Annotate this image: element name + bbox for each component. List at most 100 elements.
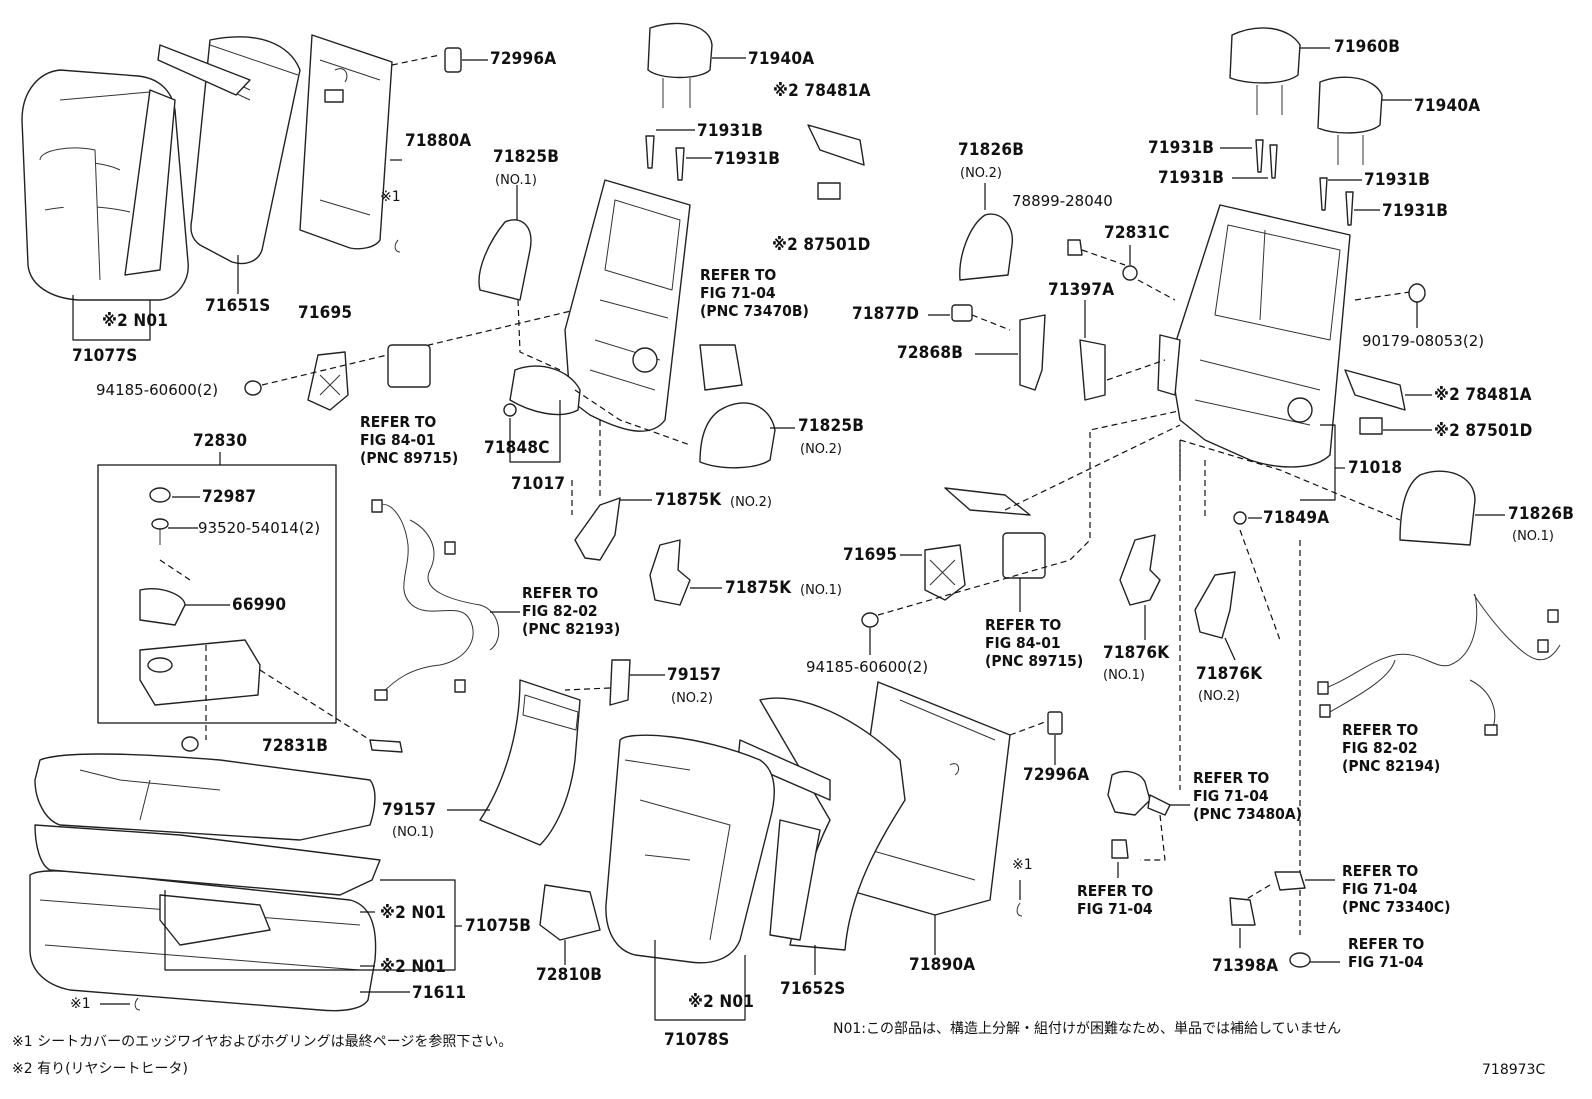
ref-fig-71-04-73480A: REFER TO FIG 71-04 (PNC 73480A): [1193, 769, 1303, 823]
holder-66990: [139, 588, 186, 626]
screw-93520: [151, 518, 169, 530]
label-87501D-right: ※2 87501D: [1434, 421, 1533, 441]
label-79157-no2: 79157: [667, 665, 722, 685]
clip-72996A-mid: [1047, 711, 1063, 735]
label-71931B-a: 71931B: [697, 121, 764, 141]
label-71848C: 71848C: [484, 438, 550, 458]
figure-code: 718973C: [1482, 1062, 1546, 1078]
anchor-71398A: [1229, 897, 1256, 926]
bracket-71695-mid: [924, 544, 966, 601]
kit-box-72830: [97, 464, 337, 724]
bolt-94185-left: [244, 380, 262, 396]
label-71825B-no2: 71825B: [798, 416, 865, 436]
label-71875K-no2-sub: (NO.2): [730, 495, 772, 510]
cushion-pad-71075B: [34, 824, 381, 946]
headrest-71940A-right: [1317, 76, 1383, 165]
label-x1-top: ※1: [380, 189, 401, 205]
cap-72987: [149, 487, 171, 503]
label-71077S: 71077S: [72, 346, 138, 366]
cover-71825B-no1: [478, 219, 532, 301]
trim-71875K-no2: [574, 497, 621, 561]
cushion-cover-71078: [34, 753, 376, 841]
label-71075B: 71075B: [465, 916, 532, 936]
guide-71931B-f: [1345, 191, 1354, 226]
label-71875K-no2: 71875K: [655, 490, 722, 510]
bracket-78481A-right: [1344, 369, 1406, 411]
label-71931B-b: 71931B: [714, 149, 781, 169]
label-71931B-f: 71931B: [1382, 201, 1449, 221]
label-72831C: 72831C: [1104, 223, 1170, 243]
label-72996A-top: 72996A: [490, 49, 557, 69]
seatback-frame-71017: [509, 179, 691, 432]
footnote-n01: N01:この部品は、構造上分解・組付けが困難なため、単品では補給していません: [833, 1021, 1342, 1037]
label-n01-bottom-mid: ※2 N01: [688, 992, 755, 1012]
guide-71931B-c: [1255, 139, 1264, 173]
ref-fig-82-02-82193: REFER TO FIG 82-02 (PNC 82193): [522, 584, 621, 638]
label-72810B: 72810B: [536, 965, 603, 985]
headrest-71940A-top: [647, 22, 713, 108]
cover-plate: [944, 487, 1031, 516]
nut-90179: [1408, 283, 1426, 303]
wire-harness-82194: [1317, 594, 1561, 736]
seatback-pad-71652S: [737, 697, 906, 951]
label-71849A: 71849A: [1263, 508, 1330, 528]
guide-71931B-e: [1319, 177, 1328, 211]
seatback-frame-71018: [1157, 204, 1351, 468]
trim-79157-no1: [479, 679, 581, 846]
bolt-94185-mid: [861, 612, 879, 628]
cover-71877D: [951, 304, 973, 322]
cap-bottom-right: [1289, 952, 1311, 968]
label-71876K-no1: 71876K: [1103, 643, 1170, 663]
ref-fig-71-04-bottom: REFER TO FIG 71-04: [1348, 935, 1425, 971]
wire-harness-82193: [371, 499, 500, 701]
label-71078S: 71078S: [664, 1030, 730, 1050]
back-board-71880A: [299, 34, 393, 250]
label-71940A-right: 71940A: [1414, 96, 1481, 116]
label-71826B-no2-sub: (NO.2): [960, 166, 1002, 181]
label-71875K-no1: 71875K: [725, 578, 792, 598]
back-board-71890A: [847, 681, 1011, 916]
label-71695-left: 71695: [298, 303, 353, 323]
label-71890A: 71890A: [909, 955, 976, 975]
bracket-72868B: [1019, 314, 1046, 391]
label-72831B: 72831B: [262, 736, 329, 756]
console-body: [139, 639, 261, 706]
label-x1-mid: ※1: [1012, 857, 1033, 873]
clip-72996A-top: [444, 47, 462, 73]
label-71931B-e: 71931B: [1364, 170, 1431, 190]
label-71876K-no1-sub: (NO.1): [1103, 668, 1145, 683]
seatback-pad-71651S: [124, 36, 301, 276]
label-79157-no1-sub: (NO.1): [392, 825, 434, 840]
cover-71826B-no2: [959, 213, 1014, 281]
label-71940A-top: 71940A: [748, 49, 815, 69]
clip-73340C: [1274, 871, 1306, 891]
bracket-71695-left: [307, 351, 349, 411]
label-71826B-no1: 71826B: [1508, 504, 1575, 524]
label-71880A: 71880A: [405, 131, 472, 151]
footnote-1: ※1 シートカバーのエッジワイヤおよびホグリングは最終ページを参照下さい。: [12, 1034, 513, 1050]
label-94185-mid: 94185-60600(2): [806, 658, 929, 676]
label-71397A: 71397A: [1048, 280, 1115, 300]
label-71877D: 71877D: [852, 304, 920, 324]
label-71651S: 71651S: [205, 296, 271, 316]
seatback-cover-71078S: [605, 734, 775, 964]
ref-fig-82-02-82194: REFER TO FIG 82-02 (PNC 82194): [1342, 721, 1441, 775]
ref-fig-71-04-73470B: REFER TO FIG 71-04 (PNC 73470B): [700, 266, 809, 320]
label-71826B-no1-sub: (NO.1): [1512, 529, 1554, 544]
label-71652S: 71652S: [780, 979, 846, 999]
label-71825B-no1: 71825B: [493, 147, 560, 167]
bolt-72831B: [369, 739, 403, 753]
bolt-71-04: [1111, 839, 1129, 859]
retractor-cover-73470B: [699, 344, 743, 391]
ref-fig-84-01-left: REFER TO FIG 84-01 (PNC 89715): [360, 413, 459, 467]
label-71875K-no1-sub: (NO.1): [800, 583, 842, 598]
ref-fig-84-01-mid: REFER TO FIG 84-01 (PNC 89715): [985, 616, 1084, 670]
label-72987: 72987: [202, 487, 257, 507]
footnote-2: ※2 有り(リヤシートヒータ): [12, 1061, 189, 1077]
label-71398A: 71398A: [1212, 956, 1279, 976]
clip-71848C: [503, 403, 517, 417]
label-71695-mid: 71695: [843, 545, 898, 565]
label-n01-cushion-a: ※2 N01: [380, 903, 447, 923]
label-71931B-d: 71931B: [1158, 168, 1225, 188]
